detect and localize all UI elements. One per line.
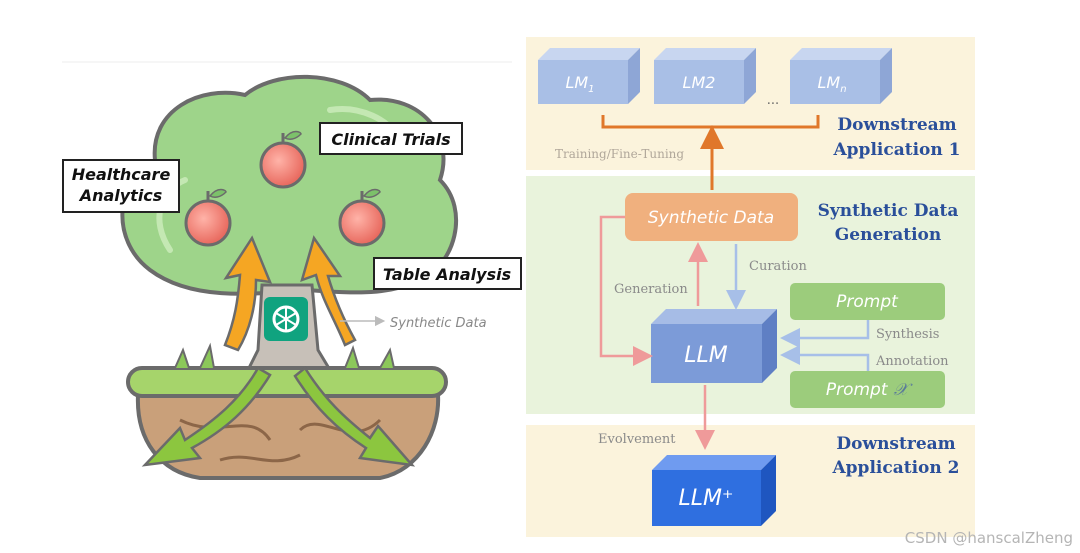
green-arrow-left (141, 366, 272, 467)
sdg-title-line2: Generation (835, 225, 942, 245)
apple-left (184, 188, 232, 247)
prompt1-label: Prompt (836, 292, 899, 312)
apple-top (259, 130, 307, 189)
watermark-text: CSDN @hanscalZheng (905, 529, 1073, 547)
label-clinical-trials: Clinical Trials (319, 122, 463, 155)
sdg-title-line1: Synthetic Data (818, 201, 959, 221)
table-analysis-text: Table Analysis (383, 265, 511, 284)
llm-cube: LLM (651, 309, 777, 383)
healthcare-text-line2: Analytics (78, 186, 163, 205)
downstream1-title-line2: Application 1 (832, 140, 960, 160)
arrow-annotation (780, 345, 870, 371)
label-table-analysis: Table Analysis (373, 257, 522, 290)
llm-label: LLM (684, 343, 728, 368)
arrow-synthesis (780, 320, 870, 348)
arrow-synthetic-loop (599, 215, 653, 366)
ellipsis: ... (767, 93, 779, 108)
downstream2-title-line1: Downstream (836, 434, 955, 454)
generation-label: Generation (614, 282, 688, 297)
downstream1-title-line1: Downstream (837, 115, 956, 135)
synthetic-data-box-label: Synthetic Data (648, 208, 774, 228)
llm-plus-cube: LLM⁺ (652, 455, 776, 526)
prompt-box-1 (790, 283, 945, 320)
green-arrow-right (293, 366, 416, 467)
prompt-box-2 (790, 371, 945, 408)
evolvement-label: Evolvement (598, 432, 676, 447)
synthetic-data-box (625, 193, 798, 241)
orange-arrow-left (223, 235, 272, 352)
lm1-label: LM1 (565, 73, 594, 95)
annotation-label: Annotation (875, 354, 949, 369)
training-label: Training/Fine-Tuning (555, 147, 684, 161)
tree-grass-strip (126, 366, 448, 398)
lm2-label: LM2 (683, 73, 716, 92)
tree-illustration: Synthetic Data Clinical Trials Healthcar… (62, 61, 522, 480)
lmn-label: LMn (817, 73, 846, 95)
healthcare-text-line1: Healthcare (72, 165, 171, 184)
label-healthcare-analytics: Healthcare Analytics (62, 159, 180, 213)
cube-lm2: LM2 (654, 48, 756, 104)
synthetic-data-caption: Synthetic Data (390, 316, 487, 331)
curation-label: Curation (749, 259, 807, 274)
apple-right (338, 188, 386, 247)
cube-lm1: LM1 (538, 48, 640, 104)
llm-plus-label: LLM⁺ (678, 486, 733, 511)
openai-logo-icon (264, 297, 308, 341)
synthesis-label: Synthesis (876, 327, 939, 342)
clinical-trials-text: Clinical Trials (331, 130, 450, 149)
downstream2-title-line2: Application 2 (831, 458, 959, 478)
pipeline-diagram: LM1 LM2 ... LMn Training/Fine-Tuning Dow… (526, 37, 975, 537)
orange-arrow-right (300, 235, 357, 347)
cube-lmn: LMn (790, 48, 892, 104)
